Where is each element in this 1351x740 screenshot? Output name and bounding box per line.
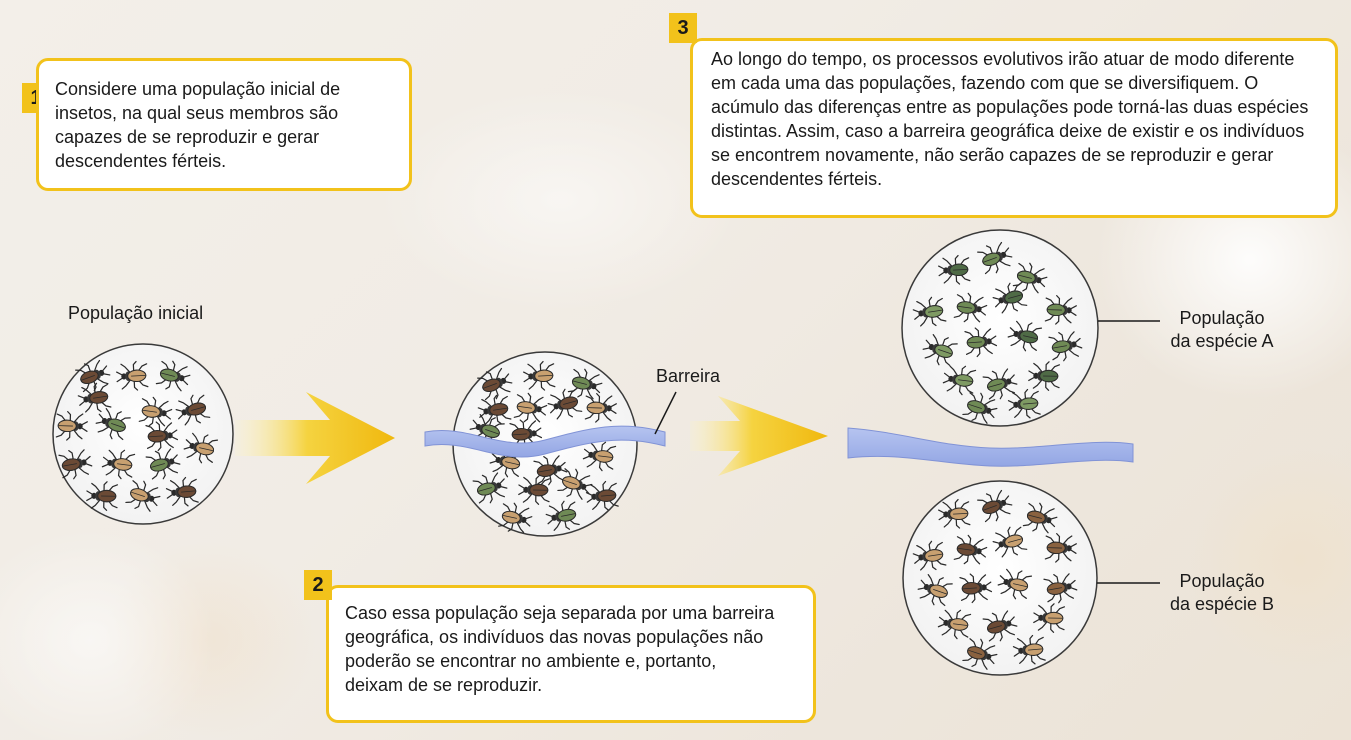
insect-icon (476, 364, 516, 403)
arrow-right-2 (690, 396, 828, 476)
insect-icon (144, 445, 184, 483)
species-b-insects (911, 486, 1079, 674)
insect-icon (145, 420, 179, 452)
insect-icon (1044, 532, 1078, 564)
insect-icon (165, 475, 200, 509)
step-2-badge: 2 (304, 570, 332, 600)
insect-icon (487, 443, 525, 480)
insect-icon (543, 498, 581, 534)
insect-icon (545, 385, 584, 423)
insect-icon (585, 479, 620, 513)
insect-icon (76, 381, 112, 416)
insect-icon (911, 295, 947, 330)
insect-icon (936, 607, 972, 641)
insect-icon (1032, 602, 1066, 634)
insect-icon (919, 330, 959, 369)
insect-icon (509, 418, 543, 450)
insect-icon (1042, 570, 1079, 606)
insect-icon (976, 486, 1016, 525)
insect-icon (522, 360, 556, 392)
callout-step-2-text: Caso essa população seja separada por um… (345, 603, 775, 695)
insect-icon (476, 393, 512, 428)
insect-icon (937, 254, 971, 286)
insect-icon (911, 539, 947, 574)
insect-icon (1007, 387, 1042, 421)
insect-icon (471, 469, 511, 507)
species-a-label-line2: da espécie A (1170, 331, 1274, 351)
insect-icon (173, 391, 212, 429)
insect-icon (1044, 294, 1078, 326)
insect-icon (981, 365, 1021, 403)
insect-icon (961, 635, 1001, 674)
step-3-badge: 3 (669, 13, 697, 43)
barrier-river (424, 425, 666, 458)
insect-icon (85, 480, 119, 512)
insect-icon (466, 410, 506, 449)
insect-icon (1022, 500, 1060, 537)
insect-icon (937, 498, 971, 530)
callout-step-3: Ao longo do tempo, os processos evolutiv… (690, 38, 1338, 218)
callout-step-1: Considere uma população inicial de inset… (36, 58, 412, 191)
insect-icon (513, 391, 549, 425)
insect-icon (1027, 360, 1061, 392)
insect-icon (1047, 328, 1084, 364)
callout-step-3-text: Ao longo do tempo, os processos evolutiv… (711, 49, 1309, 189)
barrier-label: Barreira (656, 366, 721, 386)
insect-icon (995, 565, 1033, 602)
initial-population-circle (52, 343, 234, 525)
insect-icon (532, 452, 569, 488)
insect-icon (138, 395, 174, 429)
insect-icon (581, 439, 617, 473)
insect-icon (914, 570, 954, 609)
insect-icon (1012, 633, 1047, 667)
insect-icon (181, 429, 219, 466)
insect-icon (961, 389, 1001, 428)
insect-icon (567, 366, 605, 403)
species-b-label-line2: da espécie B (1169, 594, 1275, 614)
insect-icon (57, 446, 94, 482)
insect-icon (155, 358, 193, 395)
insect-icon (990, 523, 1029, 561)
insect-icon (976, 238, 1016, 277)
initial-population-label: População inicial (68, 303, 204, 323)
arrow-right-1 (235, 392, 395, 484)
barrier-pointer-line (654, 391, 677, 435)
species-a-label: População da espécie A (1162, 307, 1282, 353)
insect-icon (1005, 317, 1043, 354)
insect-icon (1012, 260, 1050, 297)
insect-icon (517, 474, 551, 506)
species-b-circle (902, 480, 1098, 676)
callout-step-2: Caso essa população seja separada por um… (326, 585, 816, 723)
species-a-label-line1: População (1179, 308, 1265, 328)
insect-icon (115, 360, 149, 392)
insect-icon (497, 500, 535, 536)
insect-icon (953, 533, 989, 567)
insect-icon (584, 392, 618, 424)
insect-icon (941, 363, 977, 397)
insect-icon (953, 291, 989, 325)
insect-icon (124, 477, 164, 516)
species-a-insects (911, 238, 1084, 428)
insect-icon (964, 326, 998, 358)
barrier-river-wide (847, 427, 1134, 467)
species-b-label-line1: População (1179, 571, 1265, 591)
insect-icon (959, 572, 993, 604)
insect-icon (92, 404, 132, 443)
species-b-label: População da espécie B (1162, 570, 1282, 616)
insect-icon (74, 356, 114, 395)
initial-population-insects (55, 356, 219, 516)
split-population-insects (466, 360, 620, 536)
insect-icon (100, 447, 136, 481)
insect-icon (990, 279, 1029, 317)
insect-icon (556, 465, 596, 504)
callout-step-1-text: Considere uma população inicial de inset… (55, 79, 341, 171)
insect-icon (981, 607, 1021, 645)
insect-icon (55, 410, 89, 442)
